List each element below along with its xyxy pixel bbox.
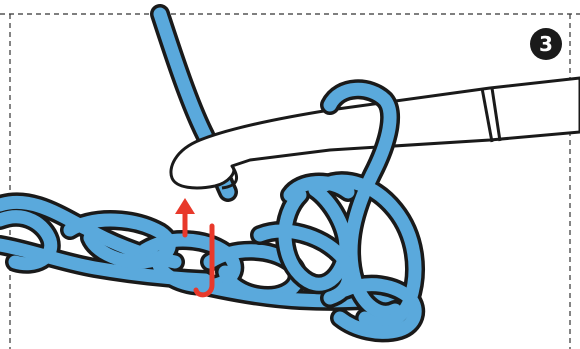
dashed-frame: [0, 13, 580, 349]
step-number: 3: [539, 32, 553, 56]
stitch-loops-on-hook: [250, 79, 426, 343]
step-badge-icon: 3: [530, 28, 562, 60]
crochet-hook-icon: [169, 76, 580, 190]
red-arrow-icon: [175, 198, 215, 298]
foundation-chain: [0, 192, 400, 311]
